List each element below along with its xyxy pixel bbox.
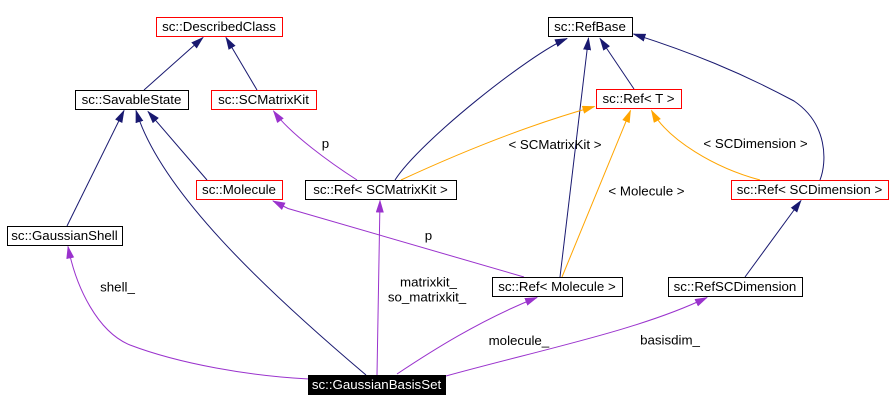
svg-text:so_matrixkit_: so_matrixkit_: [388, 290, 467, 305]
svg-text:sc::Ref< SCMatrixKit >: sc::Ref< SCMatrixKit >: [313, 182, 448, 197]
svg-text:sc::Ref< Molecule >: sc::Ref< Molecule >: [498, 279, 616, 294]
svg-text:shell_: shell_: [100, 280, 135, 295]
svg-text:sc::Ref< SCDimension >: sc::Ref< SCDimension >: [737, 182, 883, 197]
svg-text:< SCMatrixKit >: < SCMatrixKit >: [508, 137, 601, 152]
svg-text:matrixkit_: matrixkit_: [400, 275, 457, 290]
svg-text:sc::RefBase: sc::RefBase: [554, 19, 626, 34]
svg-text:sc::RefSCDimension: sc::RefSCDimension: [674, 279, 797, 294]
svg-text:< Molecule >: < Molecule >: [608, 184, 684, 199]
svg-text:sc::SavableState: sc::SavableState: [82, 92, 182, 107]
svg-text:molecule_: molecule_: [489, 333, 550, 348]
svg-text:basisdim_: basisdim_: [640, 333, 700, 348]
svg-text:sc::GaussianBasisSet: sc::GaussianBasisSet: [312, 377, 442, 392]
svg-text:p: p: [322, 136, 329, 151]
svg-text:p: p: [425, 228, 432, 243]
svg-text:sc::Molecule: sc::Molecule: [202, 182, 276, 197]
svg-text:sc::Ref< T >: sc::Ref< T >: [603, 91, 675, 106]
svg-text:sc::SCMatrixKit: sc::SCMatrixKit: [218, 92, 309, 107]
svg-text:sc::GaussianShell: sc::GaussianShell: [11, 228, 117, 243]
svg-text:< SCDimension >: < SCDimension >: [703, 136, 807, 151]
svg-text:sc::DescribedClass: sc::DescribedClass: [162, 19, 276, 34]
